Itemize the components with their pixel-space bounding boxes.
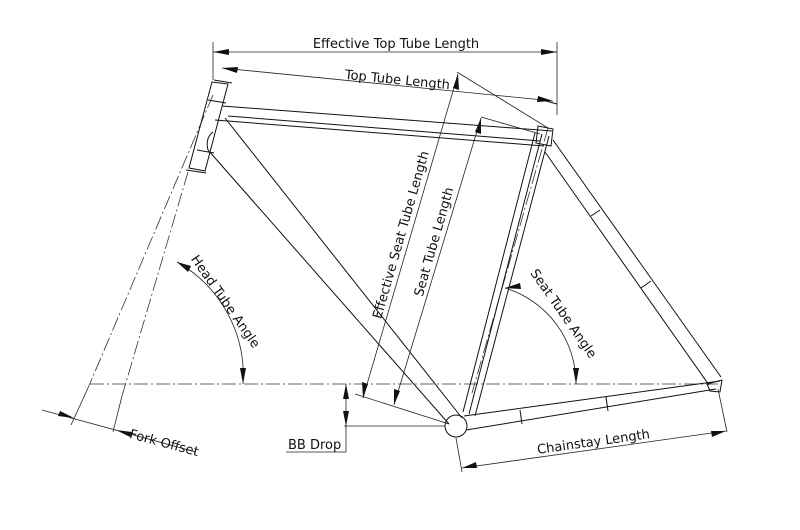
seat-tube-left (462, 132, 536, 413)
chain-stay-lower (465, 388, 717, 431)
seat-tube-axis (471, 127, 549, 394)
head-tube (188, 81, 229, 172)
seat-tube-angle-label: Seat Tube Angle (527, 267, 600, 362)
bb-drop-label: BB Drop (288, 438, 341, 453)
seat-tube-angle-arc (504, 283, 579, 385)
frame-tubes (185, 79, 723, 438)
seat-stay-upper (552, 139, 722, 378)
centerlines (87, 94, 718, 397)
headset-top (213, 79, 233, 84)
down-tube-lower (207, 149, 450, 425)
seat-stay-lower (544, 151, 710, 386)
fork-offset-label: Fork Offset (128, 427, 200, 460)
seat-tube-right (474, 135, 550, 417)
top-tube-label: Top Tube Length (343, 68, 450, 94)
headset-bottom (185, 169, 207, 174)
effective-seat-tube-dimension (354, 71, 549, 425)
effective-top-tube-dimension (212, 42, 558, 115)
effective-top-tube-label: Effective Top Tube Length (313, 37, 479, 52)
head-tube-axis (87, 94, 214, 389)
chain-stay-upper (463, 380, 721, 417)
top-tube-lower (214, 119, 545, 147)
head-tube-angle-arc (176, 261, 246, 385)
seat-clamp (535, 125, 554, 147)
top-tube-dimension (221, 67, 554, 102)
top-tube-upper (221, 105, 553, 132)
down-tube-upper (224, 117, 463, 419)
head-tube-angle-label: Head Tube Angle (187, 253, 262, 351)
bottom-bracket (444, 414, 468, 438)
seat-tube-dimension (393, 116, 541, 406)
chainstay-label: Chainstay Length (536, 427, 651, 458)
fork-offset-dimension (41, 387, 197, 453)
fork-line (121, 171, 189, 397)
chainstay-dimension (455, 388, 728, 473)
bb-drop-dimension (286, 384, 445, 453)
rear-dropout (706, 379, 723, 393)
